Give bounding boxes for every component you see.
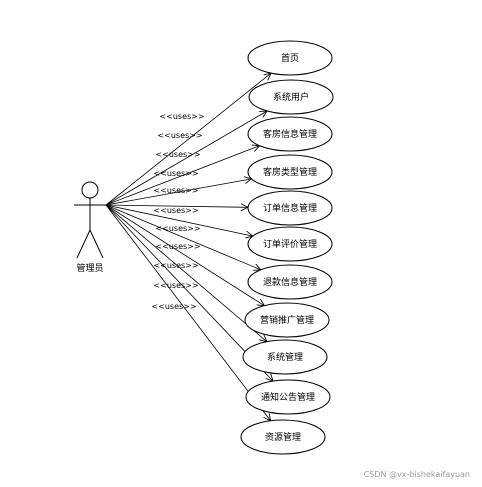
use-case-label: 退款信息管理 [263,276,317,288]
uses-arrow [105,204,261,270]
use-case: 退款信息管理 [247,264,333,300]
relations: <<uses>> <<uses>> <<uses>> <<uses>> <<uses>>… [105,73,273,421]
use-case: 通知公告管理 [245,379,331,415]
use-case: 营销推广管理 [244,302,330,338]
use-case-ellipse [242,339,328,375]
use-case-ellipse [247,154,333,190]
use-case-ellipse [240,419,326,455]
use-case-label: 资源管理 [265,431,301,443]
uses-label: <<uses>> [155,224,200,233]
uses-arrow [105,204,267,342]
uses-label: <<uses>> [151,302,196,311]
uses-arrow [105,204,264,306]
uses-arrow [105,204,271,421]
use-case: 客房信息管理 [247,116,333,152]
use-case-ellipse [245,379,331,415]
uses-label: <<uses>> [155,150,200,159]
use-case: 订单信息管理 [247,190,333,226]
uses-label: <<uses>> [153,169,198,178]
actor-head [81,181,99,199]
uses-label: <<uses>> [153,261,198,270]
actor-left-leg [76,229,91,259]
use-case: 系统管理 [242,339,328,375]
use-case-label: 客房类型管理 [263,166,317,178]
use-case-label: 订单评价管理 [263,238,317,250]
use-case-ellipse [244,302,330,338]
uses-label: <<uses>> [153,206,198,215]
uses-label: <<uses>> [153,186,198,195]
use-cases: 首页系统用户客房信息管理客房类型管理订单信息管理订单评价管理退款信息管理营销推广… [240,40,334,455]
use-case-ellipse [247,264,333,300]
actor-label: 管理员 [76,262,103,274]
uses-label: <<uses>> [155,242,200,251]
actor-admin: 管理员 [74,181,106,274]
use-case: 系统用户 [248,79,334,115]
watermark: CSDN @vx-bishekaifayuan [363,470,470,479]
use-case-label: 首页 [281,52,299,64]
actor-right-leg [89,229,104,259]
uses-arrow [105,205,248,207]
use-case-ellipse [247,226,333,262]
use-case-label: 通知公告管理 [261,391,315,403]
use-case: 首页 [247,40,333,76]
use-case-label: 系统用户 [273,91,309,103]
use-case-label: 营销推广管理 [260,314,314,326]
use-case: 客房类型管理 [247,154,333,190]
uses-label: <<uses>> [153,281,198,290]
use-case-ellipse [247,190,333,226]
use-case-ellipse [247,116,333,152]
uses-label: <<uses>> [157,131,202,140]
use-case-label: 客房信息管理 [263,128,317,140]
use-case-label: 订单信息管理 [263,202,317,214]
uses-label: <<uses>> [159,112,204,121]
uses-arrow [105,204,253,236]
uses-arrow [105,111,267,206]
use-case-label: 系统管理 [267,351,303,363]
uses-arrow [105,146,260,206]
uses-arrow [105,73,271,206]
uses-arrow [105,179,252,206]
use-case: 资源管理 [240,419,326,455]
use-case-ellipse [248,79,334,115]
use-case: 订单评价管理 [247,226,333,262]
use-case-ellipse [247,40,333,76]
